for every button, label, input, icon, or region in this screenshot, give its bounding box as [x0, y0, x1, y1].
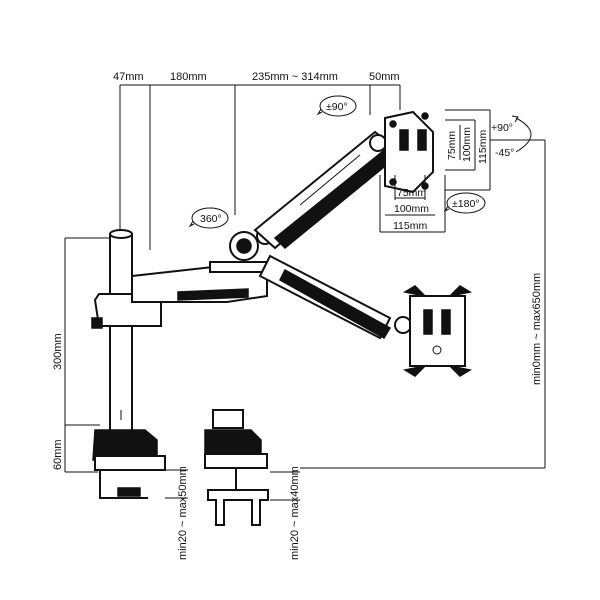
dim-60mm: 60mm [52, 439, 64, 470]
left-dimension-lines [64, 237, 110, 473]
dim-vertical-range: min0mm ~ max650mm [531, 273, 543, 385]
rotation-180-indicator: ±180° [443, 192, 486, 214]
dim-vesa-115-h: 115mm [393, 220, 427, 232]
pole-assembly [91, 229, 166, 499]
dim-300mm: 300mm [52, 333, 64, 370]
angle-tilt-down: -45° [495, 147, 514, 159]
vesa-plate-upper [384, 110, 434, 194]
dim-grommet-range: min20 ~ max40mm [289, 466, 301, 560]
dim-180mm: 180mm [170, 71, 207, 83]
vesa-dimension-lines [379, 109, 491, 233]
angle-rotation-180: ±180° [452, 198, 479, 210]
dim-47mm: 47mm [113, 71, 144, 83]
dim-vesa-75-v: 75mm [446, 131, 458, 160]
dim-vesa-100-h: 100mm [394, 203, 429, 215]
clamp-range-lines [165, 469, 300, 501]
upper-arm-raised [253, 130, 397, 250]
top-dimension-lines [119, 84, 401, 250]
rotation-360-indicator: 360° [188, 207, 229, 229]
dim-vesa-75-h: 75mm [397, 187, 426, 199]
swivel-90-indicator: ±90° [316, 95, 357, 117]
dim-vesa-100-v: 100mm [461, 127, 473, 162]
tilt-indicator: +90° -45° [491, 115, 532, 159]
upper-arm-lowered [258, 254, 412, 340]
dim-50mm: 50mm [369, 71, 400, 83]
vertical-range-line [300, 139, 546, 469]
angle-rotation-360: 360° [200, 213, 222, 225]
dim-clamp-range: min20 ~ max50mm [177, 466, 189, 560]
lower-arm [131, 261, 271, 303]
dim-235-314mm: 235mm ~ 314mm [252, 71, 338, 83]
angle-tilt-up: +90° [491, 122, 513, 134]
vesa-plate-lower [402, 285, 473, 377]
dim-vesa-115-v: 115mm [477, 130, 489, 164]
angle-swivel-90: ±90° [326, 101, 348, 113]
grommet-clamp [204, 409, 269, 526]
